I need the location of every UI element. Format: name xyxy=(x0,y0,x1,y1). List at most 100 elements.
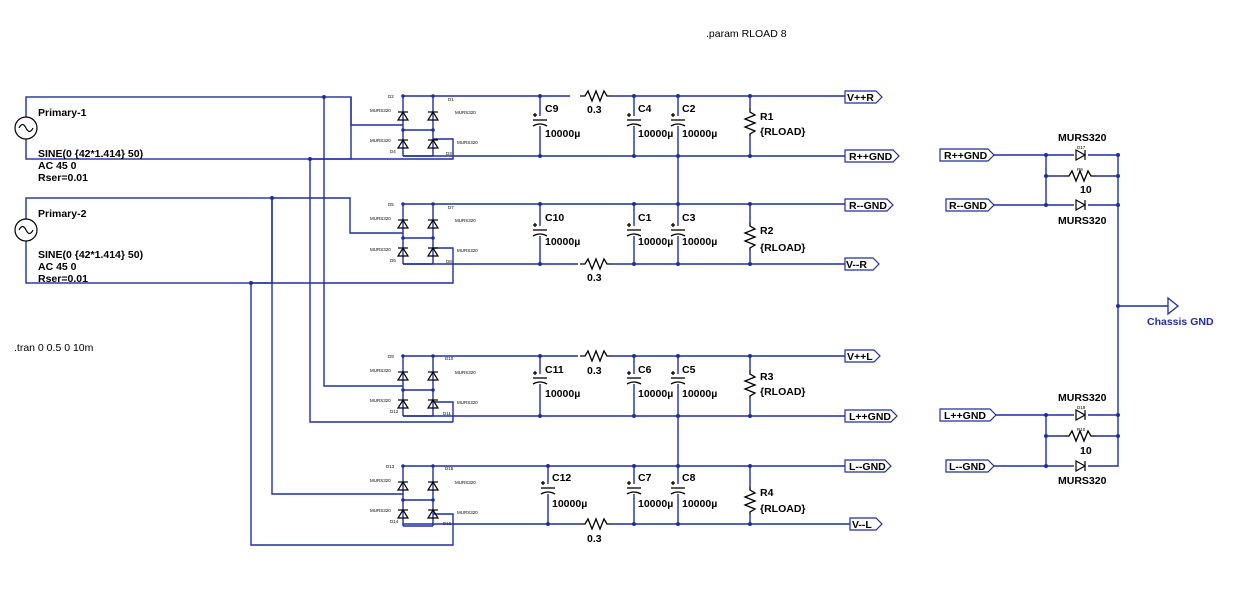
gnd-diode-label: MURS320 xyxy=(1058,132,1107,144)
rail-resistor-2[interactable] xyxy=(579,258,613,270)
svg-text:MURS320: MURS320 xyxy=(455,480,476,485)
cap-label-c5: C5 xyxy=(682,364,696,376)
svg-text:MURS320: MURS320 xyxy=(370,508,391,513)
cap-label-c12: C12 xyxy=(552,472,571,484)
gnd-diode-label: MURS320 xyxy=(1058,392,1107,404)
net-label-vpr[interactable]: V++R xyxy=(844,90,883,104)
source-wiring xyxy=(249,95,454,546)
svg-text:D15: D15 xyxy=(445,466,454,471)
svg-text:MURS320: MURS320 xyxy=(457,140,478,145)
svg-text:L--GND: L--GND xyxy=(849,461,886,473)
cap-value: 10000µ xyxy=(638,236,673,248)
cap-value: 10000µ xyxy=(545,128,580,140)
svg-text:D17: D17 xyxy=(1077,145,1086,150)
svg-text:D9: D9 xyxy=(388,354,394,359)
source-line2: AC 45 0 xyxy=(38,261,77,273)
cap-value: 10000µ xyxy=(682,128,717,140)
gnd-diode-label: MURS320 xyxy=(1058,475,1107,487)
cap-value: 10000µ xyxy=(682,498,717,510)
svg-text:MURS320: MURS320 xyxy=(457,510,478,515)
cap-value: 10000µ xyxy=(638,128,673,140)
ground-network-r[interactable]: R++GND R--GND MURS320 10 MURS320 D17 R9 xyxy=(939,132,1120,306)
svg-text:MURS320: MURS320 xyxy=(370,108,391,113)
rail-resistor-4[interactable] xyxy=(579,518,613,530)
net-label-vmr[interactable]: V--R xyxy=(844,257,880,271)
svg-text:MURS320: MURS320 xyxy=(457,248,478,253)
rail-resistor-1[interactable] xyxy=(579,90,613,102)
svg-text:D2: D2 xyxy=(388,94,394,99)
svg-text:L--GND: L--GND xyxy=(949,461,986,473)
ground-network-l[interactable]: L++GND L--GND MURS320 10 MURS320 D18 R10 xyxy=(939,306,1120,487)
net-label-lpgnd[interactable]: L++GND xyxy=(844,409,898,423)
resistor-label-r1: R1 xyxy=(760,111,774,123)
net-label-vpl[interactable]: V++L xyxy=(844,349,881,363)
gnd-resistor-value: 10 xyxy=(1080,184,1092,196)
svg-text:L++GND: L++GND xyxy=(944,410,986,422)
svg-text:D1: D1 xyxy=(448,97,454,102)
resistor-value: {RLOAD} xyxy=(760,126,806,138)
svg-text:R--GND: R--GND xyxy=(949,200,987,212)
net-label-lmgnd[interactable]: L--GND xyxy=(844,459,892,473)
cap-label-c8: C8 xyxy=(682,472,696,484)
rail-resistor-value: 0.3 xyxy=(587,365,602,377)
resistor-value: {RLOAD} xyxy=(760,386,806,398)
param-directive[interactable]: .param RLOAD 8 xyxy=(706,28,787,40)
svg-text:D6: D6 xyxy=(390,258,396,263)
net-label-vml[interactable]: V--L xyxy=(849,517,883,531)
resistor-label-r3: R3 xyxy=(760,371,774,383)
tran-directive[interactable]: .tran 0 0.5 0 10m xyxy=(14,342,94,354)
svg-text:MURS320: MURS320 xyxy=(370,247,391,252)
chassis-ground[interactable]: Chassis GND xyxy=(1116,296,1214,328)
svg-text:MURS320: MURS320 xyxy=(455,110,476,115)
svg-text:V++L: V++L xyxy=(847,351,873,363)
source-primary-2[interactable]: Primary-2 SINE(0 {42*1.414} 50) AC 45 0 … xyxy=(14,197,273,285)
cap-label-c1: C1 xyxy=(638,212,652,224)
svg-text:MURS320: MURS320 xyxy=(370,368,391,373)
cap-value: 10000µ xyxy=(552,498,587,510)
rail-resistor-value: 0.3 xyxy=(587,272,602,284)
svg-text:R++GND: R++GND xyxy=(944,150,988,162)
cap-value: 10000µ xyxy=(682,236,717,248)
cap-label-c2: C2 xyxy=(682,103,696,115)
source-line1: SINE(0 {42*1.414} 50) xyxy=(38,148,143,160)
cap-value: 10000µ xyxy=(545,388,580,400)
svg-text:MURS320: MURS320 xyxy=(457,400,478,405)
svg-text:L++GND: L++GND xyxy=(849,411,891,423)
cap-label-c9: C9 xyxy=(545,103,559,115)
svg-text:R10: R10 xyxy=(1077,427,1086,432)
svg-text:D8: D8 xyxy=(446,259,452,264)
source-line3: Rser=0.01 xyxy=(38,172,88,184)
cap-label-c10: C10 xyxy=(545,212,564,224)
svg-text:D18: D18 xyxy=(1077,405,1086,410)
svg-text:R++GND: R++GND xyxy=(849,151,893,163)
svg-text:V--R: V--R xyxy=(846,259,867,271)
rail-resistor-3[interactable] xyxy=(579,350,613,362)
source-name: Primary-1 xyxy=(38,107,87,119)
svg-text:D11: D11 xyxy=(443,411,451,416)
svg-text:MURS320: MURS320 xyxy=(370,138,391,143)
svg-text:D13: D13 xyxy=(386,464,395,469)
source-name: Primary-2 xyxy=(38,208,87,220)
cap-label-c3: C3 xyxy=(682,212,696,224)
svg-text:MURS320: MURS320 xyxy=(455,370,476,375)
resistor-label-r4: R4 xyxy=(760,487,774,499)
source-line1: SINE(0 {42*1.414} 50) xyxy=(38,249,143,261)
net-label-rpgnd[interactable]: R++GND xyxy=(844,149,900,163)
source-primary-1[interactable]: Primary-1 SINE(0 {42*1.414} 50) AC 45 0 … xyxy=(14,96,352,184)
net-label-rmgnd[interactable]: R--GND xyxy=(844,198,894,212)
resistor-value: {RLOAD} xyxy=(760,242,806,254)
gnd-diode-label: MURS320 xyxy=(1058,215,1107,227)
source-line3: Rser=0.01 xyxy=(38,273,88,285)
rail-resistor-value: 0.3 xyxy=(587,104,602,116)
cap-value: 10000µ xyxy=(545,236,580,248)
cap-label-c7: C7 xyxy=(638,472,652,484)
svg-text:MURS320: MURS320 xyxy=(370,398,391,403)
cap-value: 10000µ xyxy=(638,498,673,510)
resistor-label-r2: R2 xyxy=(760,225,774,237)
cap-label-c11: C11 xyxy=(545,364,564,376)
